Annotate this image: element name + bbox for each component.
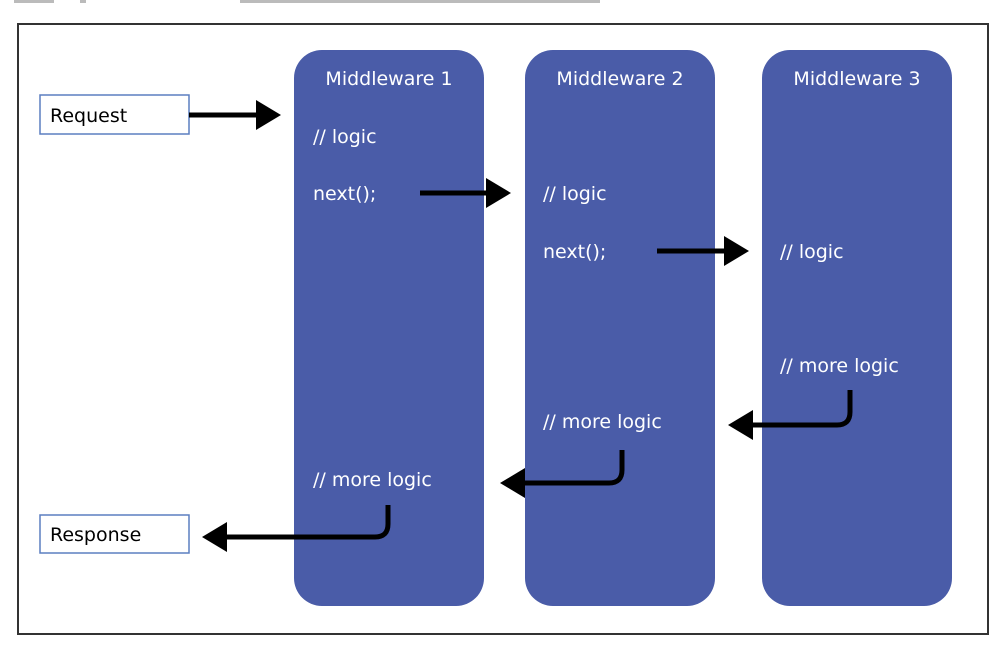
middleware-1-next: next(); <box>313 183 376 205</box>
middleware-2-title: Middleware 2 <box>556 68 683 90</box>
response-box <box>39 514 190 554</box>
middleware-3-logic: // logic <box>780 241 844 263</box>
middleware-2-box <box>525 50 715 606</box>
response-label: Response <box>50 524 141 546</box>
top-caption-cropped <box>14 0 600 3</box>
return-arrow-2-to-1 <box>500 450 625 498</box>
middleware-1-title: Middleware 1 <box>325 68 452 90</box>
return-arrow-3-to-2 <box>728 390 853 440</box>
middleware-1-box <box>294 50 484 606</box>
middleware-3-more-logic: // more logic <box>780 355 899 377</box>
middleware-1-more-logic: // more logic <box>313 469 432 491</box>
middleware-3-box <box>762 50 952 606</box>
response-arrow <box>202 505 391 552</box>
middleware-1-logic: // logic <box>313 126 377 148</box>
middleware-2-next: next(); <box>543 241 606 263</box>
request-box <box>39 94 190 135</box>
middleware-2-logic: // logic <box>543 183 607 205</box>
request-label: Request <box>50 105 127 127</box>
middleware-2-more-logic: // more logic <box>543 411 662 433</box>
middleware-3-title: Middleware 3 <box>793 68 920 90</box>
